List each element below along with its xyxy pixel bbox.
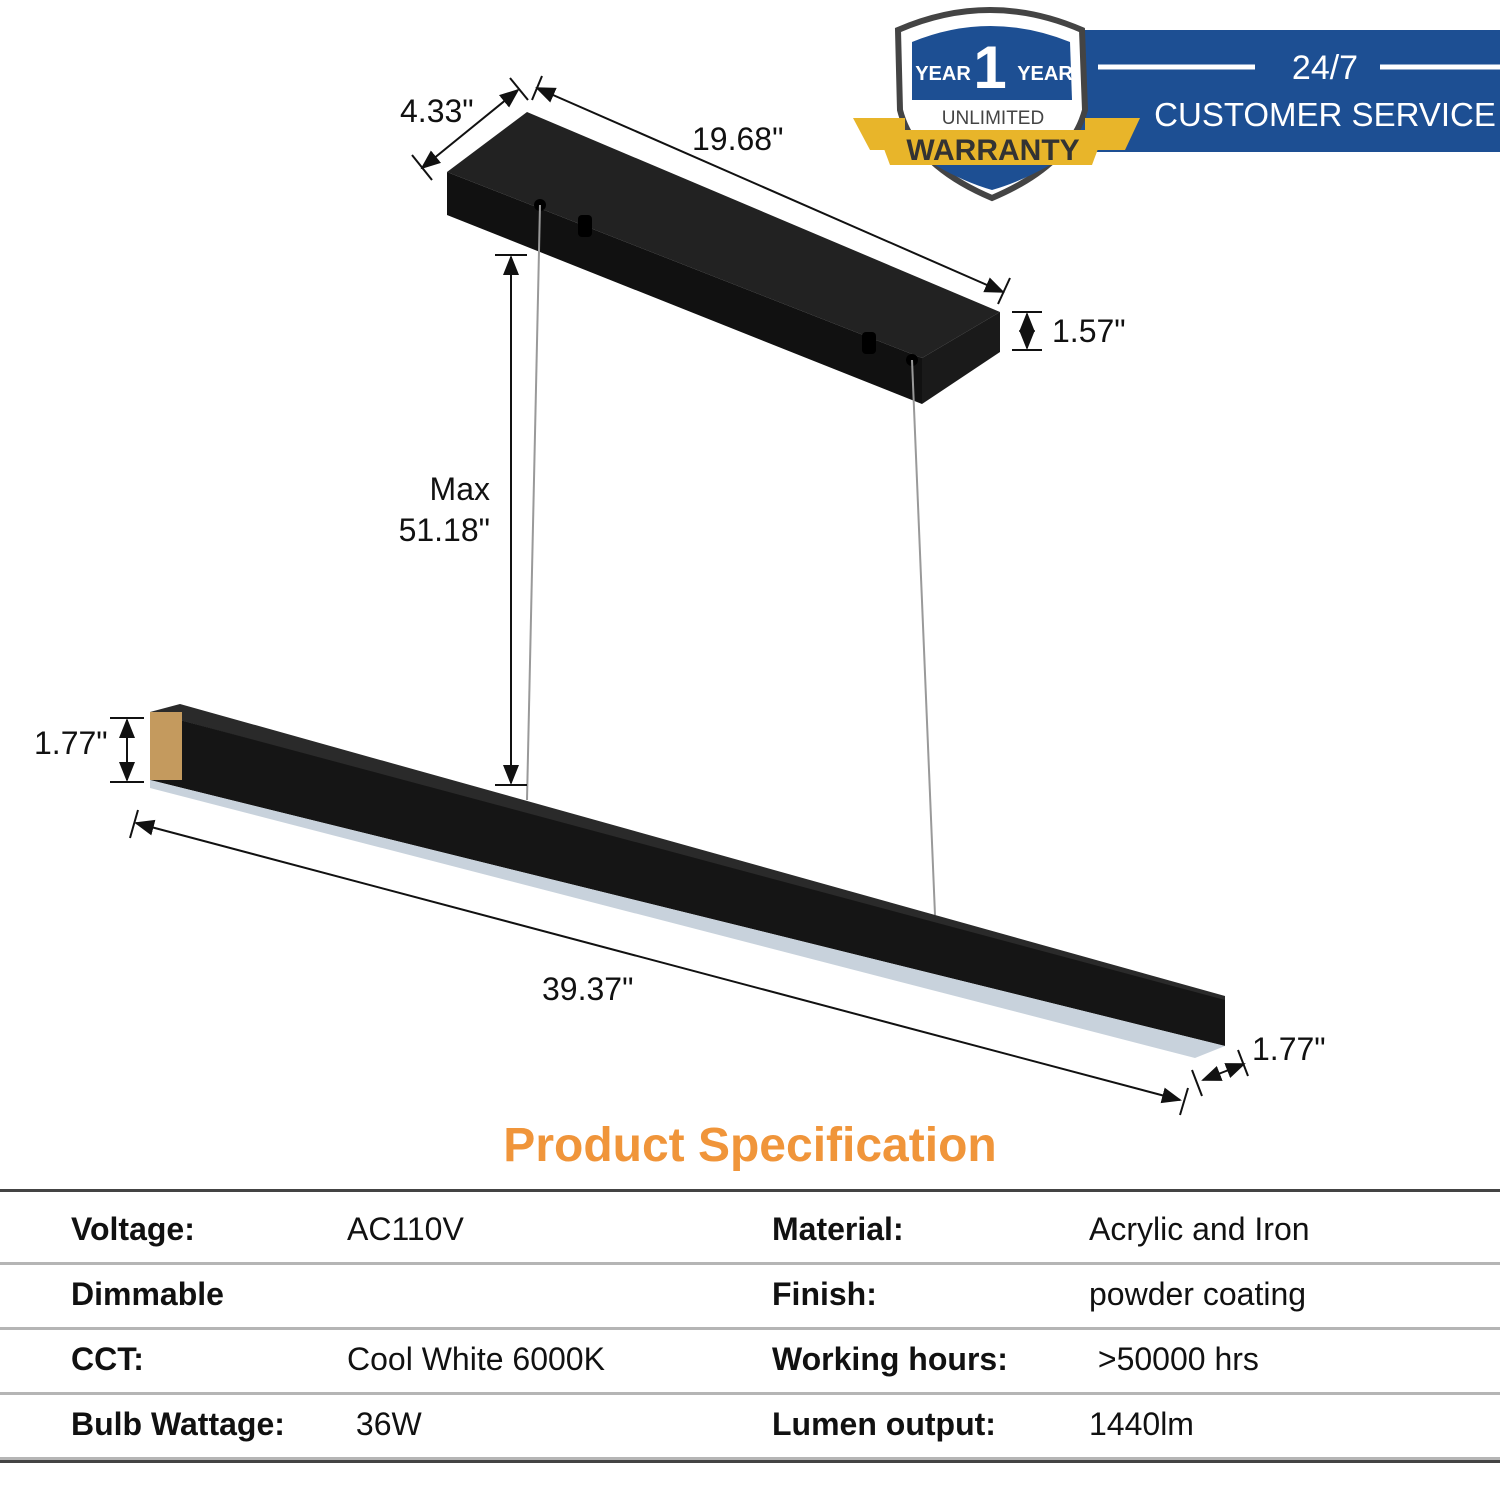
service-bottom: CUSTOMER SERVICE xyxy=(1154,96,1496,133)
spec-value: 36W xyxy=(347,1406,422,1442)
spec-label: Finish: xyxy=(772,1276,877,1312)
linear-light-bar xyxy=(150,704,1225,1058)
svg-text:WARRANTY: WARRANTY xyxy=(906,134,1079,167)
service-top: 24/7 xyxy=(1292,49,1358,87)
spec-label: Lumen output: xyxy=(772,1406,996,1442)
table-row: Dimmable Finish: powder coating xyxy=(0,1265,1500,1330)
spec-value: 1440lm xyxy=(1089,1406,1194,1442)
spec-table: Voltage: AC110V Material: Acrylic and Ir… xyxy=(0,1190,1500,1460)
canopy-length-label: 19.68" xyxy=(692,121,783,157)
table-bottom-border xyxy=(0,1460,1500,1463)
svg-text:1: 1 xyxy=(973,34,1006,101)
table-top-border xyxy=(0,1189,1500,1192)
table-row: Voltage: AC110V Material: Acrylic and Ir… xyxy=(0,1190,1500,1265)
spec-value: Cool White 6000K xyxy=(347,1341,605,1377)
bar-length-label: 39.37" xyxy=(542,971,633,1007)
spec-label: Bulb Wattage: xyxy=(71,1406,285,1442)
canopy-depth-label: 4.33" xyxy=(400,93,474,129)
svg-text:YEAR: YEAR xyxy=(1017,63,1073,85)
spec-label: Material: xyxy=(772,1211,904,1247)
max-drop-label: Max xyxy=(430,471,490,507)
spec-value: >50000 hrs xyxy=(1089,1341,1259,1377)
max-drop-value: 51.18" xyxy=(399,512,490,548)
spec-value: powder coating xyxy=(1089,1276,1307,1312)
bar-width-right-label: 1.77" xyxy=(1252,1031,1326,1067)
svg-text:YEAR: YEAR xyxy=(915,63,971,85)
table-row: CCT: Cool White 6000K Working hours: >50… xyxy=(0,1330,1500,1395)
spec-label: Voltage: xyxy=(71,1211,195,1247)
spec-value: Acrylic and Iron xyxy=(1089,1211,1310,1247)
suspension-wire xyxy=(526,204,541,801)
spec-title: Product Specification xyxy=(503,1119,997,1172)
wood-end-cap xyxy=(150,712,182,780)
table-row: Bulb Wattage: 36W Lumen output: 1440lm xyxy=(0,1395,1500,1460)
spec-label: Dimmable xyxy=(71,1276,224,1312)
spec-value: AC110V xyxy=(347,1211,464,1247)
svg-text:UNLIMITED: UNLIMITED xyxy=(942,108,1044,129)
spec-label: Working hours: xyxy=(772,1341,1008,1377)
spec-label: CCT: xyxy=(71,1341,144,1377)
bar-height-left-label: 1.77" xyxy=(34,725,108,761)
warranty-badge: 24/7 CUSTOMER SERVICE YEAR 1 YEAR UNLIMI… xyxy=(853,7,1500,202)
canopy-height-label: 1.57" xyxy=(1052,313,1126,349)
suspension-wire xyxy=(911,359,936,916)
